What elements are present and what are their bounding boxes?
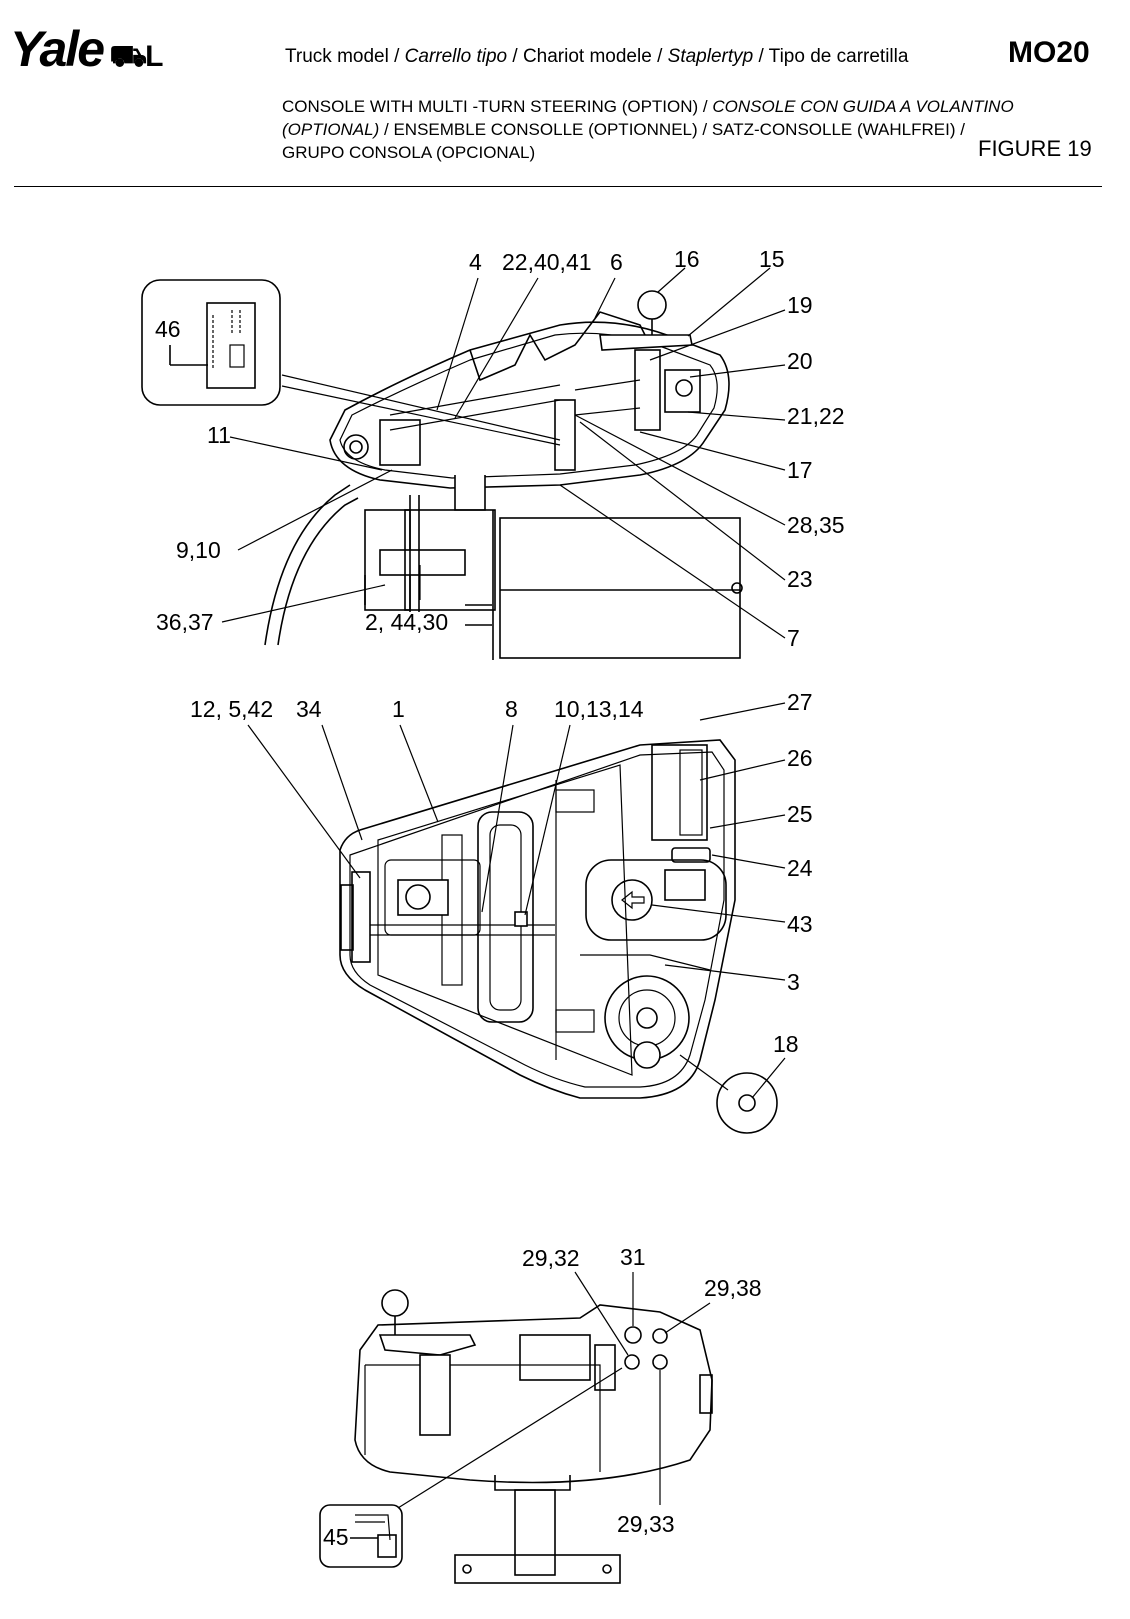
model-italian: Carrello tipo [404, 46, 508, 67]
header-divider [14, 186, 1102, 187]
console-front-view [319, 1271, 713, 1584]
callout: 21,22 [787, 403, 845, 429]
callout: 28,35 [787, 512, 845, 538]
callout: 22,40,41 [502, 249, 592, 275]
title-spanish: GRUPO CONSOLA (OPCIONAL) [282, 143, 536, 162]
callout: 12, 5,42 [190, 696, 273, 722]
armrest-slot [477, 811, 534, 1023]
console-body [329, 321, 730, 489]
button-29-32 [624, 1354, 640, 1370]
model-prefix: Truck model / [285, 46, 405, 67]
callout: 25 [787, 801, 813, 827]
callout: 43 [787, 911, 813, 937]
console-top-view [247, 702, 786, 1134]
callout: 8 [505, 696, 518, 722]
callout: 31 [620, 1244, 646, 1270]
callout: 10,13,14 [554, 696, 644, 722]
button-29-33 [652, 1354, 668, 1370]
truck-model-line: Truck model / Carrello tipo / Chariot mo… [285, 46, 908, 68]
button-31 [624, 1326, 642, 1344]
figure-number: FIGURE 19 [978, 136, 1092, 161]
callout: 4 [469, 249, 482, 275]
panel-26 [651, 744, 708, 841]
callout: 29,38 [704, 1275, 762, 1301]
console-outline [339, 739, 736, 1099]
callout: 16 [674, 246, 700, 272]
circuit-board-icon [206, 302, 256, 389]
callout: 11 [207, 422, 231, 448]
steering-knob [637, 290, 667, 320]
callout: 27 [787, 689, 813, 715]
steering-wheel [599, 334, 693, 351]
forklift-logo-icon: ⛟L [103, 40, 163, 73]
callout: 34 [296, 696, 322, 722]
title-italian-optional: (OPTIONAL) [282, 120, 380, 139]
callout: 36,37 [156, 609, 214, 635]
detail-18-circle [716, 1072, 778, 1134]
title-french-german: / ENSEMBLE CONSOLLE (OPTIONNEL) / SATZ-C… [379, 120, 965, 139]
yale-logo: Yale ⛟L [10, 20, 163, 78]
logo-text: Yale [10, 21, 105, 77]
callouts-bottom: 29,32 31 29,38 29,33 45 [323, 1244, 762, 1550]
indicator-dial [611, 879, 653, 921]
callout: 9,10 [176, 537, 221, 563]
callout: 24 [787, 855, 813, 881]
inset-46-frame [141, 279, 281, 406]
title-english: CONSOLE WITH MULTI -TURN STEERING (OPTIO… [282, 97, 713, 116]
steering-column [634, 349, 661, 431]
callout: 20 [787, 348, 813, 374]
callouts-top: 4 22,40,41 6 16 15 19 20 21,22 17 28,35 … [155, 246, 845, 651]
model-code: MO20 [1008, 36, 1090, 69]
callout: 6 [610, 249, 623, 275]
key-lock-icon [377, 1534, 397, 1558]
callout: 15 [759, 246, 785, 272]
front-console-body [354, 1304, 713, 1484]
button-29-38 [652, 1328, 668, 1344]
callout: 17 [787, 457, 813, 483]
callouts-middle: 12, 5,42 34 1 8 10,13,14 27 26 25 24 43 … [190, 689, 813, 1057]
callout: 23 [787, 566, 813, 592]
callout: 46 [155, 316, 181, 342]
model-spanish: / Tipo de carretilla [753, 46, 909, 67]
console-side-view [141, 267, 786, 660]
callout: 2, 44,30 [365, 609, 448, 635]
front-steering-knob [381, 1289, 409, 1317]
callout: 19 [787, 292, 813, 318]
title-italian: CONSOLE CON GUIDA A VOLANTINO [712, 97, 1014, 116]
callout: 3 [787, 969, 800, 995]
callout: 7 [787, 625, 800, 651]
callout: 29,33 [617, 1511, 675, 1537]
model-french: / Chariot modele / [507, 46, 668, 67]
callout: 29,32 [522, 1245, 580, 1271]
callout: 18 [773, 1031, 799, 1057]
switch-24 [671, 847, 711, 863]
callout: 45 [323, 1524, 349, 1550]
model-german: Staplertyp [667, 46, 754, 67]
callout: 1 [392, 696, 405, 722]
callout: 26 [787, 745, 813, 771]
inset-45-frame [319, 1504, 403, 1568]
page-title: CONSOLE WITH MULTI -TURN STEERING (OPTIO… [282, 95, 1102, 164]
